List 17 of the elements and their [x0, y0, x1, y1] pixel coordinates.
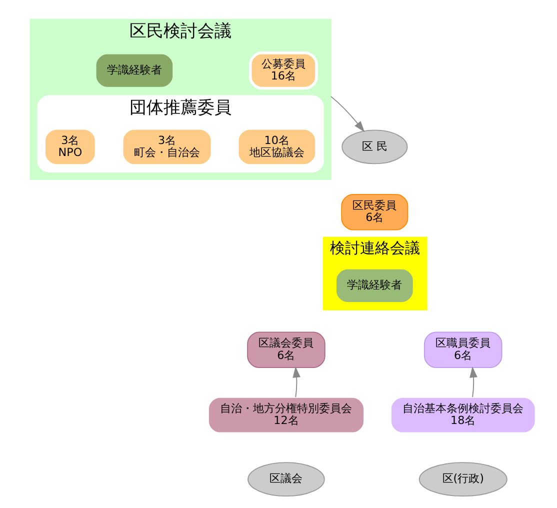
node-box: 学識経験者: [94, 53, 174, 88]
node-box: 公募委員 16名: [248, 52, 318, 90]
arrow: [469, 366, 477, 398]
node-box: 自治・地方分権特別委員会 12名: [208, 396, 364, 434]
arrow: [292, 366, 300, 398]
node-box: 3名 町会・自治会: [122, 128, 212, 166]
node-box: 区民委員 6名: [340, 194, 408, 230]
node-box: 10名 地区協議会: [237, 128, 316, 166]
node-ellipse: 区議会: [247, 462, 324, 497]
node-ellipse: 区(行政): [418, 462, 507, 497]
arrow: [330, 96, 364, 132]
node-box: 3名 NPO: [44, 128, 96, 166]
node-box: 自治基本条例検討委員会 18名: [390, 396, 536, 434]
node-box: 区議会委員 6名: [246, 332, 325, 368]
node-ellipse: 区 民: [341, 130, 408, 164]
node-box: 学識経験者: [335, 268, 414, 303]
node-box: 区職員委員 6名: [424, 332, 502, 368]
